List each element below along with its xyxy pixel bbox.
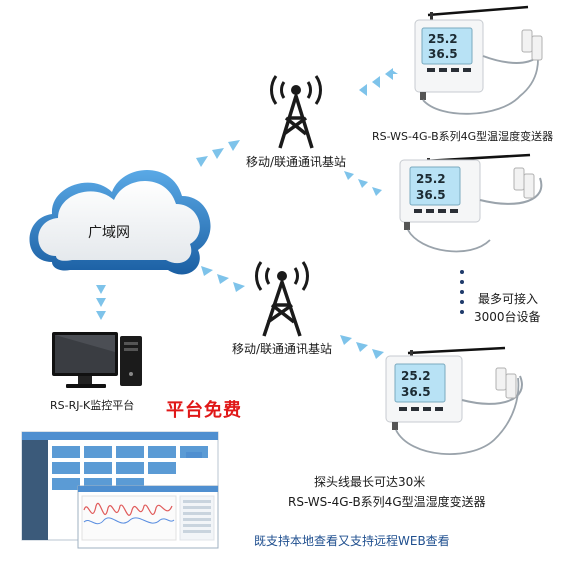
tower-label-top: 移动/联通通讯基站 (246, 155, 347, 169)
sensor-device-middle: 25.2 36.5 (399, 153, 543, 253)
platform-screenshots (21, 431, 219, 549)
svg-text:36.5: 36.5 (428, 47, 458, 61)
signal-arrows (96, 68, 398, 359)
probe-length-note: 探头线最长可达30米 (314, 475, 426, 489)
computer-icon (52, 332, 142, 388)
tower-label-bottom: 移动/联通通讯基站 (232, 342, 333, 356)
sensor-device-bottom: 25.2 36.5 (385, 346, 523, 456)
svg-text:36.5: 36.5 (416, 188, 446, 202)
sensor-device-top: 25.2 36.5 (414, 5, 543, 115)
svg-text:25.2: 25.2 (401, 369, 431, 383)
free-platform-badge: 平台免费 (166, 400, 242, 421)
capacity-line-1: 最多可接入 (478, 292, 539, 306)
capacity-line-2: 3000台设备 (474, 310, 541, 324)
platform-label: RS-RJ-K监控平台 (50, 399, 135, 412)
cell-tower-icon-bottom (254, 261, 310, 337)
svg-text:36.5: 36.5 (401, 385, 431, 399)
more-devices-dots (460, 270, 464, 314)
cloud-icon (29, 170, 211, 275)
cell-tower-icon-top (269, 75, 323, 149)
svg-text:25.2: 25.2 (416, 172, 446, 186)
device-model-label-bottom: RS-WS-4G-B系列4G型温湿度变送器 (288, 495, 486, 509)
cloud-label: 广域网 (88, 225, 130, 241)
viewing-note: 既支持本地查看又支持远程WEB查看 (254, 534, 450, 548)
svg-text:25.2: 25.2 (428, 32, 458, 46)
device-model-label-top: RS-WS-4G-B系列4G型温湿度变送器 (372, 130, 554, 143)
